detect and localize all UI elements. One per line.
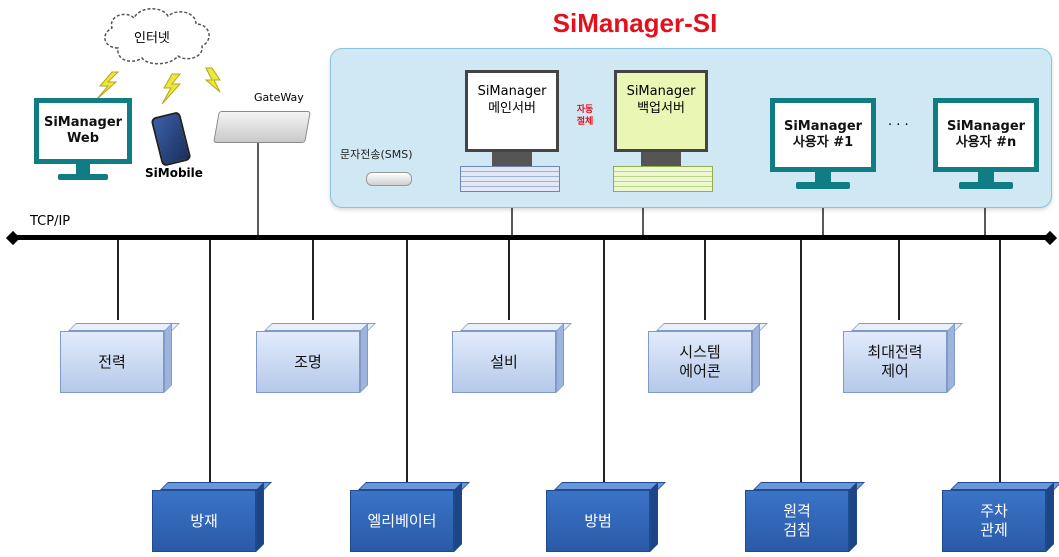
server-stand <box>641 152 681 168</box>
tcpip-label: TCP/IP <box>30 214 71 229</box>
monitor-line1: SiManager <box>43 115 123 130</box>
server-line1: SiManager <box>626 84 696 99</box>
lightning-icon <box>161 73 182 105</box>
sms-modem-icon <box>366 172 412 186</box>
drop-line <box>898 240 900 320</box>
failover-line1: 자동 <box>576 105 594 115</box>
monitor-stand <box>978 172 994 182</box>
box-line1: 최대전력 <box>867 343 923 361</box>
monitor-base <box>58 174 108 180</box>
gateway-router-icon <box>213 111 311 143</box>
main-server-keyboard <box>460 166 560 192</box>
drop-line <box>406 240 408 485</box>
failover-line2: 절체 <box>576 117 594 127</box>
system-box-disaster: 방재 <box>152 482 272 552</box>
box-line2: 제어 <box>881 362 909 380</box>
user1-monitor: SiManager 사용자 #1 <box>770 98 876 172</box>
box-line1: 주차 <box>980 502 1008 520</box>
drop-line <box>704 240 706 320</box>
drop-line <box>508 240 510 320</box>
usern-monitor: SiManager 사용자 #n <box>933 98 1039 172</box>
monitor-line1: SiManager <box>783 119 863 134</box>
box-line1: 방재 <box>190 511 218 530</box>
box-line1: 방범 <box>584 511 612 530</box>
monitor-line1: SiManager <box>946 119 1026 134</box>
monitor-base <box>796 182 850 189</box>
gateway-label: GateWay <box>254 91 304 104</box>
monitor-line2: 사용자 #1 <box>792 135 854 150</box>
server-line2: 백업서버 <box>637 101 685 116</box>
box-line1: 시스템 <box>679 343 721 361</box>
box-line1: 원격 <box>783 502 811 520</box>
drop-line <box>999 240 1001 485</box>
box-line1: 엘리베이터 <box>367 511 437 530</box>
box-line2: 검침 <box>783 521 811 539</box>
system-box-facility: 설비 <box>452 323 572 393</box>
monitor-stand <box>76 164 90 174</box>
ellipsis: · · · <box>888 118 909 133</box>
system-box-elevator: 엘리베이터 <box>350 482 470 552</box>
drop-line <box>209 240 211 485</box>
box-line1: 전력 <box>98 352 126 371</box>
tcpip-bus <box>12 235 1048 240</box>
sms-label: 문자전송(SMS) <box>340 148 413 161</box>
box-line1: 설비 <box>490 352 518 371</box>
lightning-icon <box>204 67 221 93</box>
box-line2: 관제 <box>980 521 1008 539</box>
backup-server-keyboard <box>613 166 713 192</box>
server-stand <box>492 152 532 168</box>
server-line2: 메인서버 <box>488 101 536 116</box>
internet-label: 인터넷 <box>134 31 170 46</box>
server-line1: SiManager <box>477 84 547 99</box>
simanager-web-monitor: SiManager Web <box>34 98 132 164</box>
drop-line <box>603 240 605 485</box>
system-box-power: 전력 <box>60 323 180 393</box>
diagram-title: SiManager-SI <box>552 8 718 38</box>
monitor-base <box>959 182 1013 189</box>
drop-line <box>117 240 119 320</box>
drop-line <box>800 240 802 485</box>
lightning-icon <box>95 71 120 101</box>
failover-label: 자동 절체 <box>568 104 602 128</box>
internet-cloud <box>104 8 210 65</box>
monitor-stand <box>815 172 831 182</box>
system-box-security: 방범 <box>546 482 666 552</box>
simobile-label: SiMobile <box>145 166 203 180</box>
system-box-lighting: 조명 <box>256 323 376 393</box>
monitor-line2: Web <box>67 131 99 146</box>
monitor-line2: 사용자 #n <box>955 135 1017 150</box>
main-server-screen: SiManager 메인서버 <box>465 70 559 152</box>
box-line1: 조명 <box>294 352 322 371</box>
backup-server-screen: SiManager 백업서버 <box>614 70 708 152</box>
drop-line <box>312 240 314 320</box>
box-line2: 에어콘 <box>679 362 721 380</box>
